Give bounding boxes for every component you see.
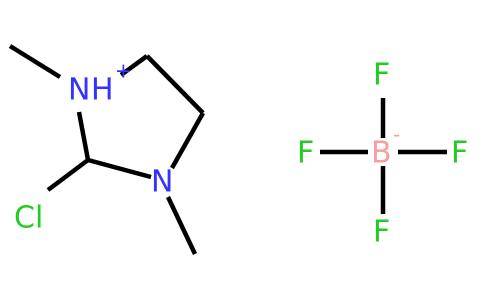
bond-c2-cl [46, 158, 90, 192]
atom-boron: B [371, 136, 392, 171]
atom-fluorine-left: F [297, 136, 314, 171]
atom-chlorine: Cl [14, 201, 43, 236]
atom-fluorine-bottom: F [373, 215, 390, 250]
anion-bonds [320, 98, 447, 214]
bond-n-lower-methyl [165, 196, 198, 255]
cation-labels: N H + N Cl [14, 59, 173, 236]
bond-nh-c2 [76, 111, 91, 161]
bond-methyl-nh [8, 44, 62, 79]
atom-nitrogen-nh: N [68, 73, 90, 108]
atom-fluorine-top: F [373, 58, 390, 93]
bond-ch2-n-lower [170, 111, 205, 170]
anion-labels: F F B - F F [297, 58, 468, 250]
bond-c2-n-lower [87, 157, 152, 180]
bond-ch2-ch2 [145, 54, 205, 115]
charge-negative: - [393, 123, 400, 147]
cation-bonds [8, 44, 205, 255]
bond-nh-ch2-top [119, 54, 149, 77]
atom-hydrogen-nh: H [91, 73, 114, 108]
charge-positive: + [115, 59, 132, 83]
atom-nitrogen-lower: N [151, 165, 173, 200]
atom-fluorine-right: F [451, 136, 468, 171]
